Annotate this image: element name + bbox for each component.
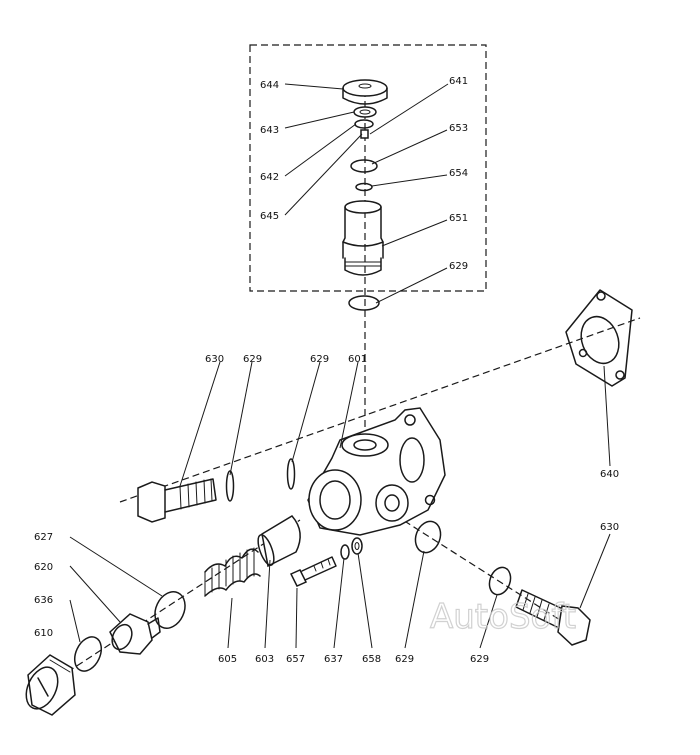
label-601: 601 [348, 354, 367, 365]
label-620: 620 [34, 562, 53, 573]
part-658-hole [354, 542, 360, 550]
label-636: 636 [34, 595, 53, 606]
label-641: 641 [449, 76, 468, 87]
label-653: 653 [449, 123, 468, 134]
label-605: 605 [218, 654, 237, 665]
main-axis-centerline [119, 317, 641, 503]
label-637: 637 [324, 654, 343, 665]
part-630-left-bolt [137, 478, 217, 523]
label-629-a: 629 [243, 354, 262, 365]
valve-subassembly-frame [249, 44, 487, 292]
watermark-text: AutoSoft [430, 597, 576, 637]
label-630-left: 630 [205, 354, 224, 365]
part-629-ring-c [414, 520, 442, 554]
label-658: 658 [362, 654, 381, 665]
part-603-cup [257, 515, 301, 568]
label-657: 657 [286, 654, 305, 665]
label-629-d: 629 [470, 654, 489, 665]
label-651: 651 [449, 213, 468, 224]
part-654-small-ring [355, 182, 373, 192]
label-654: 654 [449, 168, 468, 179]
part-627-o-ring [154, 591, 186, 629]
lower-axis-centerline [39, 519, 301, 691]
part-640-gasket [565, 289, 633, 387]
label-640: 640 [600, 469, 619, 480]
part-630-right-bolt [515, 589, 591, 646]
label-643: 643 [260, 125, 279, 136]
part-657-screw [289, 556, 337, 587]
part-653-seal-ring [350, 159, 378, 173]
label-603: 603 [255, 654, 274, 665]
part-629-ring-d [488, 566, 512, 596]
label-630-right: 630 [600, 522, 619, 533]
part-620-piston [109, 613, 161, 655]
label-629-c: 629 [395, 654, 414, 665]
part-658-washer [351, 537, 363, 555]
label-642: 642 [260, 172, 279, 183]
part-637-washer [340, 544, 350, 560]
part-645-pin [360, 129, 369, 139]
part-601-housing [307, 407, 446, 536]
label-645: 645 [260, 211, 279, 222]
part-636-ring [73, 636, 103, 672]
leader-lines [69, 83, 611, 649]
part-651-valve-body [342, 200, 384, 276]
label-629-b: 629 [310, 354, 329, 365]
part-610-plug [25, 654, 76, 716]
part-644-cap [342, 79, 388, 105]
part-643-washer [353, 106, 377, 118]
label-629-top: 629 [449, 261, 468, 272]
part-605-spring [204, 547, 261, 597]
label-644: 644 [260, 80, 279, 91]
part-629-ring-b [286, 458, 296, 490]
part-642-ring [354, 119, 374, 129]
label-627: 627 [34, 532, 53, 543]
part-629-top-ring [348, 295, 380, 311]
label-610: 610 [34, 628, 53, 639]
part-629-ring-a [225, 470, 235, 502]
